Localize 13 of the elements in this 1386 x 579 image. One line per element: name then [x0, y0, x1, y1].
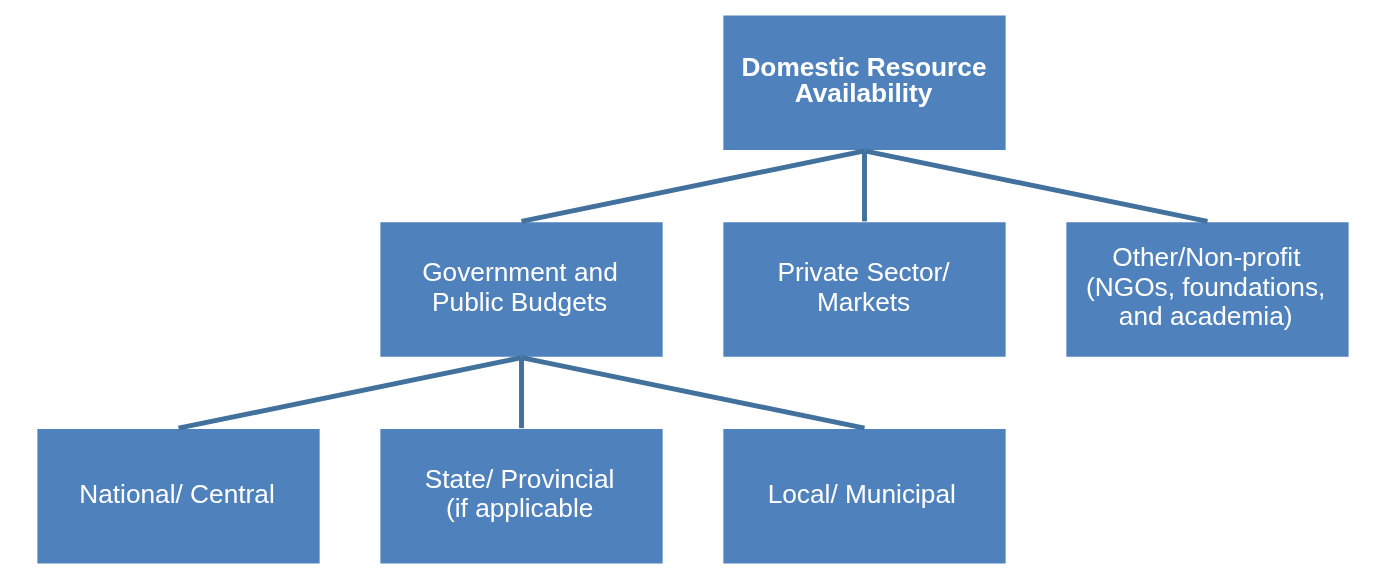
node-box: Other/Non-profit (NGOs, foundations, and academia)	[1064, 220, 1351, 359]
node-box: Local/ Municipal	[721, 427, 1008, 566]
node-box: Private Sector/ Markets	[721, 220, 1008, 359]
connector	[521, 355, 865, 431]
node-box: State/ Provincial (if applicable	[378, 427, 665, 566]
node-box: National/ Central	[35, 427, 322, 566]
connector	[862, 150, 867, 222]
node-box: Domestic Resource Availability	[721, 13, 1008, 152]
connector	[521, 148, 865, 224]
connector	[178, 355, 522, 431]
node-box: Government and Public Budgets	[378, 220, 665, 359]
connector	[864, 148, 1208, 224]
connector	[519, 357, 524, 429]
